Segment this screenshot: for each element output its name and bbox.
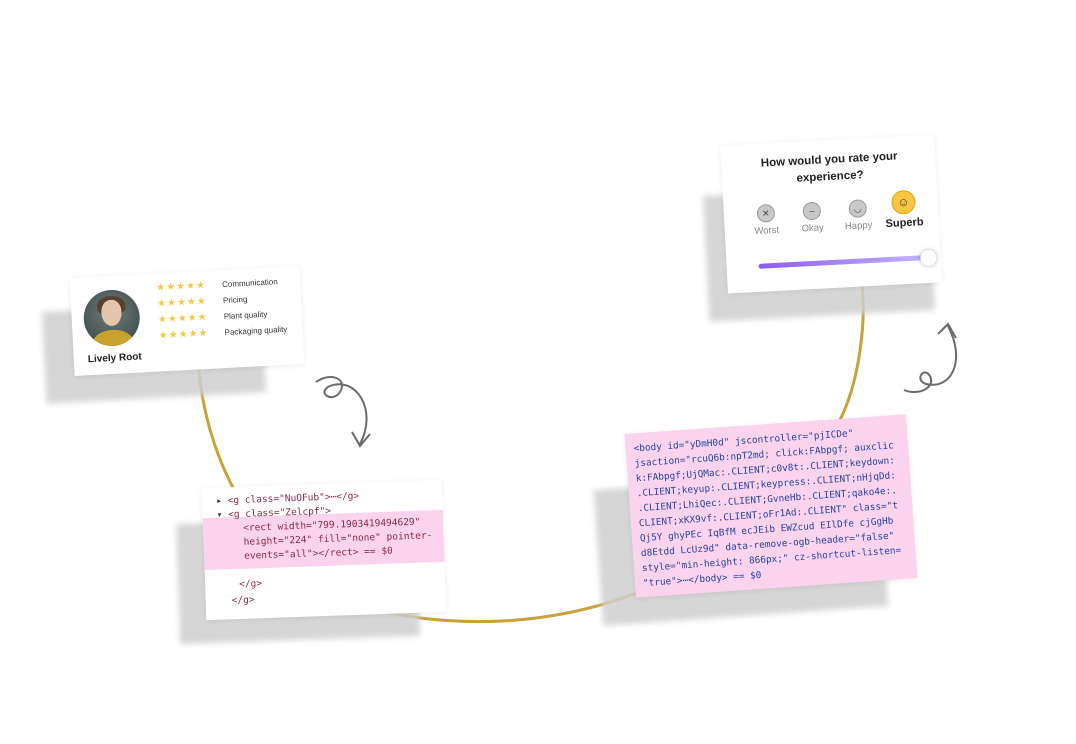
criteria-label: Packaging quality xyxy=(224,324,288,337)
option-superb[interactable]: ☺ Superb xyxy=(883,189,925,230)
rating-slider-track[interactable] xyxy=(758,254,929,269)
review-card: Lively Root ★★★★★ Communication ★★★★★ Pric… xyxy=(69,266,305,376)
option-label-selected: Superb xyxy=(885,216,924,231)
doodle-arrow-down xyxy=(315,376,368,445)
rating-slider-knob[interactable] xyxy=(920,249,937,267)
star-icons: ★★★★★ xyxy=(155,279,207,294)
option-label: Okay xyxy=(801,222,825,235)
smile-face-icon: ◡ xyxy=(848,199,868,219)
option-happy[interactable]: ◡ Happy xyxy=(837,198,879,233)
neutral-face-icon: – xyxy=(802,201,822,221)
option-label: Happy xyxy=(844,219,873,233)
star-icons: ★★★★★ xyxy=(157,311,208,326)
code-line: ▸ <g class="NuOFub">⋯</g> xyxy=(216,490,360,507)
rating-question: How would you rate your experience? xyxy=(760,150,898,185)
party-face-icon: ☺ xyxy=(890,189,917,215)
code-snippet-body: <body id="yDmH0d" jscontroller="pjICDe" … xyxy=(624,414,918,598)
code-snippet-svg: ▸ <g class="NuOFub">⋯</g> ▾ <g class="Ze… xyxy=(201,479,447,621)
option-worst[interactable]: ✕ Worst xyxy=(745,202,787,237)
reviewer-name: Lively Root xyxy=(87,351,143,366)
option-label: Worst xyxy=(754,224,780,238)
rating-card: How would you rate your experience? ✕ Wo… xyxy=(720,134,942,294)
star-icons: ★★★★★ xyxy=(158,327,209,341)
code-line: </g> xyxy=(231,594,255,607)
avatar xyxy=(82,288,142,348)
option-okay[interactable]: – Okay xyxy=(791,200,833,235)
doodle-arrow-up xyxy=(903,325,958,394)
code-line: </g> xyxy=(238,578,263,590)
angry-face-icon: ✕ xyxy=(756,203,776,223)
criteria-label: Communication xyxy=(221,276,278,289)
criteria-label: Pricing xyxy=(222,294,248,305)
star-icons: ★★★★★ xyxy=(156,295,208,310)
criteria-label: Plant quality xyxy=(223,309,268,321)
